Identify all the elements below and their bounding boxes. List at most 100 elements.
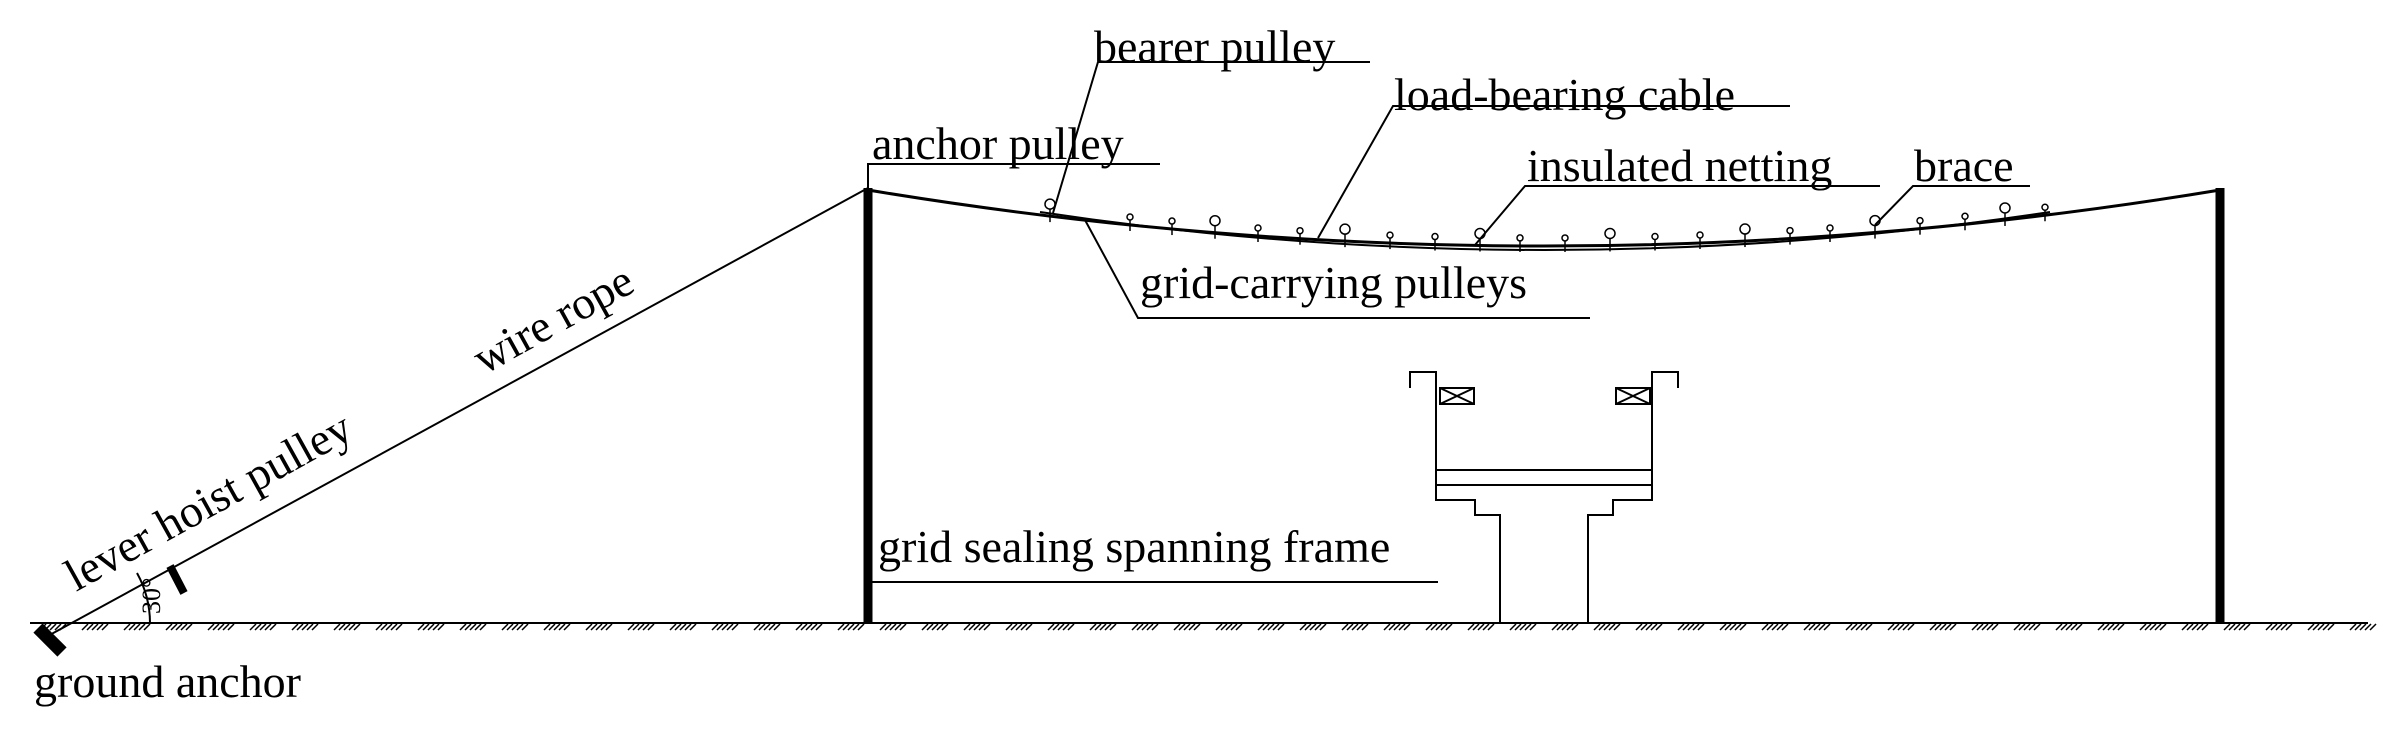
hatch-mark (1220, 623, 1228, 631)
hatch-mark (1803, 623, 1811, 631)
hatch-mark (1067, 623, 1075, 631)
hatch-mark (1151, 623, 1159, 631)
hatch-mark (1556, 623, 1564, 631)
hatch-mark (1934, 623, 1942, 631)
leader-brace (1874, 185, 2030, 226)
pier-left-outline (1435, 485, 1501, 623)
pulley-circle (1339, 223, 1351, 235)
hatch-mark (1823, 623, 1831, 631)
hatch-mark (1094, 623, 1102, 631)
hatch-mark (2028, 623, 2036, 631)
hatch-mark (1971, 623, 1979, 631)
hatch-mark (380, 623, 388, 631)
hatch-mark (227, 623, 235, 631)
hatch-mark (837, 623, 845, 631)
hatch-mark (847, 623, 855, 631)
hatch-mark (936, 623, 944, 631)
hatch-mark (2223, 623, 2231, 631)
hatch-mark (852, 623, 860, 631)
hatch-mark (1314, 623, 1322, 631)
hatch-mark (931, 623, 939, 631)
leader-bearer-pulley (1052, 61, 1370, 214)
pulley-circle (1431, 232, 1439, 241)
hatch-mark (2369, 623, 2377, 631)
hatch-mark (674, 623, 682, 631)
hatch-mark (1529, 623, 1537, 631)
hatch-mark (1608, 623, 1616, 631)
hatch-mark (1776, 623, 1784, 631)
ground (30, 622, 2377, 631)
leader-load-bearing-cable (1317, 105, 1790, 239)
pulley-circle (1126, 213, 1134, 221)
hatch-mark (1687, 623, 1695, 631)
hatch-mark (1472, 623, 1480, 631)
hatch-mark (2097, 623, 2105, 631)
pulley-circle (1961, 212, 1969, 221)
hatch-mark (563, 623, 571, 631)
hatch-mark (1724, 623, 1732, 631)
bearing-left (1439, 387, 1475, 405)
leader-lines (867, 61, 2030, 583)
hatch-mark (1173, 623, 1181, 631)
hatch-mark (553, 623, 561, 631)
hatch-mark (2270, 623, 2278, 631)
hatch-mark (1487, 623, 1495, 631)
hatch-mark (857, 623, 865, 631)
hatch-mark (2159, 623, 2167, 631)
hatch-mark (54, 623, 62, 631)
hatch-mark (1818, 623, 1826, 631)
hatch-mark (2107, 623, 2115, 631)
hatch-mark (175, 623, 183, 631)
hatch-mark (1477, 623, 1485, 631)
label-anchor-pulley: anchor pulley (872, 118, 1124, 169)
hatch-mark (343, 623, 351, 631)
hatch-mark (1902, 623, 1910, 631)
label-angle: 30° (137, 578, 166, 614)
lever-hoist-pulley-marker (166, 564, 188, 595)
hatch-mark (1057, 623, 1065, 631)
hatch-mark (101, 623, 109, 631)
pulley-circle (1739, 223, 1751, 235)
hatch-mark (1598, 623, 1606, 631)
hatch-mark (941, 623, 949, 631)
hatch-mark (222, 623, 230, 631)
hatch-mark (1944, 623, 1952, 631)
hatch-mark (1640, 623, 1648, 631)
hatch-mark (1089, 623, 1097, 631)
hatch-mark (2065, 623, 2073, 631)
label-grid-carrying-pulleys: grid-carrying pulleys (1140, 257, 1527, 308)
hatch-mark (1383, 623, 1391, 631)
hatch-mark (889, 623, 897, 631)
pulley-circle (1696, 231, 1704, 239)
hatch-mark (1865, 623, 1873, 631)
hatch-mark (138, 623, 146, 631)
hatch-mark (600, 623, 608, 631)
hatch-mark (1929, 623, 1937, 631)
hatch-mark (689, 623, 697, 631)
hatch-mark (375, 623, 383, 631)
hatch-mark (123, 623, 131, 631)
hatch-mark (605, 623, 613, 631)
hatch-mark (143, 623, 151, 631)
hatch-mark (1225, 623, 1233, 631)
hatch-mark (543, 623, 551, 631)
bridge-pier (1409, 371, 1679, 623)
hatch-mark (1509, 623, 1517, 631)
hatch-mark (1109, 623, 1117, 631)
hatch-mark (2265, 623, 2273, 631)
hatch-mark (128, 623, 136, 631)
hatch-mark (647, 623, 655, 631)
hatch-mark (1949, 623, 1957, 631)
pulley-circle (1254, 224, 1262, 232)
hatch-mark (1677, 623, 1685, 631)
pier-top-outline (1409, 371, 1679, 486)
hatch-mark (1855, 623, 1863, 631)
hatch-mark (1887, 623, 1895, 631)
hatch-mark (1262, 623, 1270, 631)
hatch-mark (2181, 623, 2189, 631)
hatch-mark (259, 623, 267, 631)
hatch-mark (2238, 623, 2246, 631)
hatch-mark (711, 623, 719, 631)
hatch-mark (2055, 623, 2063, 631)
hatch-mark (217, 623, 225, 631)
